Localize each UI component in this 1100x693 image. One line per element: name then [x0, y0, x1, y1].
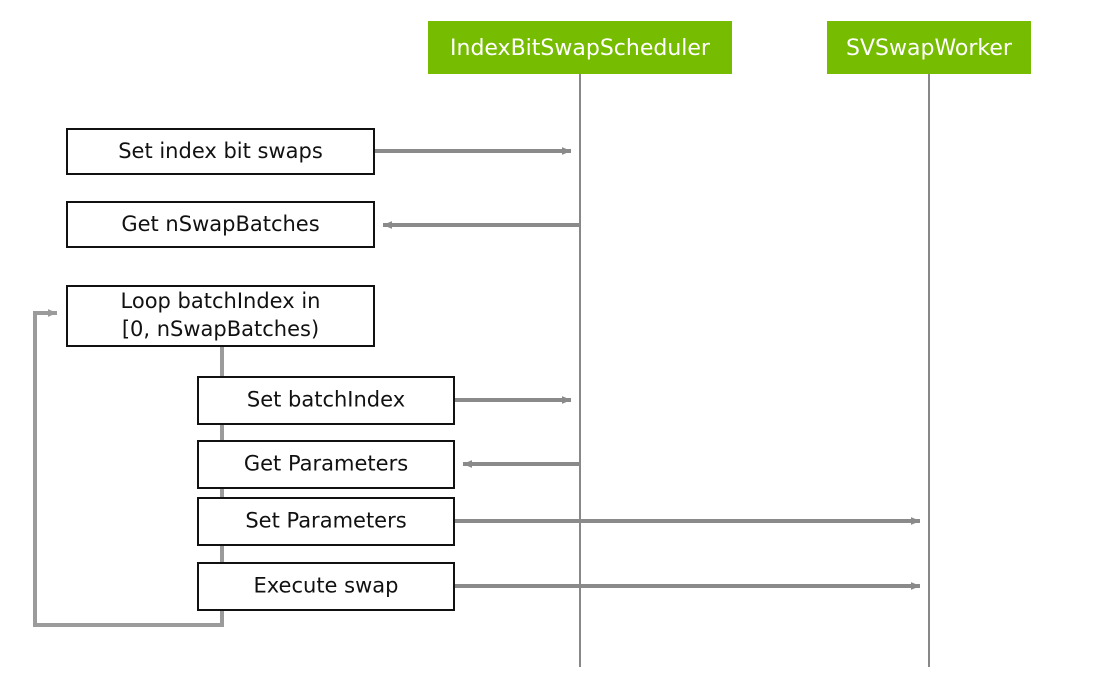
- message-label-execute-swap: Execute swap: [254, 574, 399, 598]
- message-label-get-nswapbatches: Get nSwapBatches: [121, 212, 319, 236]
- message-label-loop-batchindex-line2: [0, nSwapBatches): [122, 317, 319, 341]
- message-box-set-batchindex[interactable]: Set batchIndex: [197, 376, 455, 425]
- participant-worker-label: SVSwapWorker: [846, 36, 1013, 61]
- message-box-get-parameters-rect: [197, 440, 455, 489]
- message-label-get-parameters: Get Parameters: [244, 452, 408, 476]
- loop-back-arrow: [33, 309, 224, 627]
- message-box-get-nswapbatches-rect: [66, 201, 375, 248]
- message-box-loop-batchindex-rect: [66, 285, 375, 347]
- message-box-loop-batchindex[interactable]: Loop batchIndex in [0, nSwapBatches): [66, 285, 375, 347]
- participant-scheduler-label: IndexBitSwapScheduler: [450, 36, 711, 61]
- message-box-get-parameters[interactable]: Get Parameters: [197, 440, 455, 489]
- participant-worker-box: [827, 21, 1031, 74]
- message-box-set-parameters-rect: [197, 497, 455, 546]
- message-box-set-index-bit-swaps-rect: [66, 128, 375, 175]
- participant-worker[interactable]: SVSwapWorker: [827, 21, 1031, 74]
- message-box-get-nswapbatches[interactable]: Get nSwapBatches: [66, 201, 375, 248]
- message-label-loop-batchindex-line1: Loop batchIndex in: [121, 289, 321, 313]
- message-box-execute-swap[interactable]: Execute swap: [197, 562, 455, 611]
- message-box-set-parameters[interactable]: Set Parameters: [197, 497, 455, 546]
- message-arrows-group: [374, 147, 921, 590]
- lifelines-group: [579, 74, 930, 667]
- message-label-set-parameters: Set Parameters: [245, 509, 406, 533]
- message-box-execute-swap-rect: [197, 562, 455, 611]
- message-label-set-batchindex: Set batchIndex: [247, 388, 405, 412]
- participant-scheduler-box: [428, 21, 732, 74]
- message-box-set-batchindex-rect: [197, 376, 455, 425]
- message-label-set-index-bit-swaps: Set index bit swaps: [118, 139, 323, 163]
- participant-scheduler[interactable]: IndexBitSwapScheduler: [428, 21, 732, 74]
- message-box-set-index-bit-swaps[interactable]: Set index bit swaps: [66, 128, 375, 175]
